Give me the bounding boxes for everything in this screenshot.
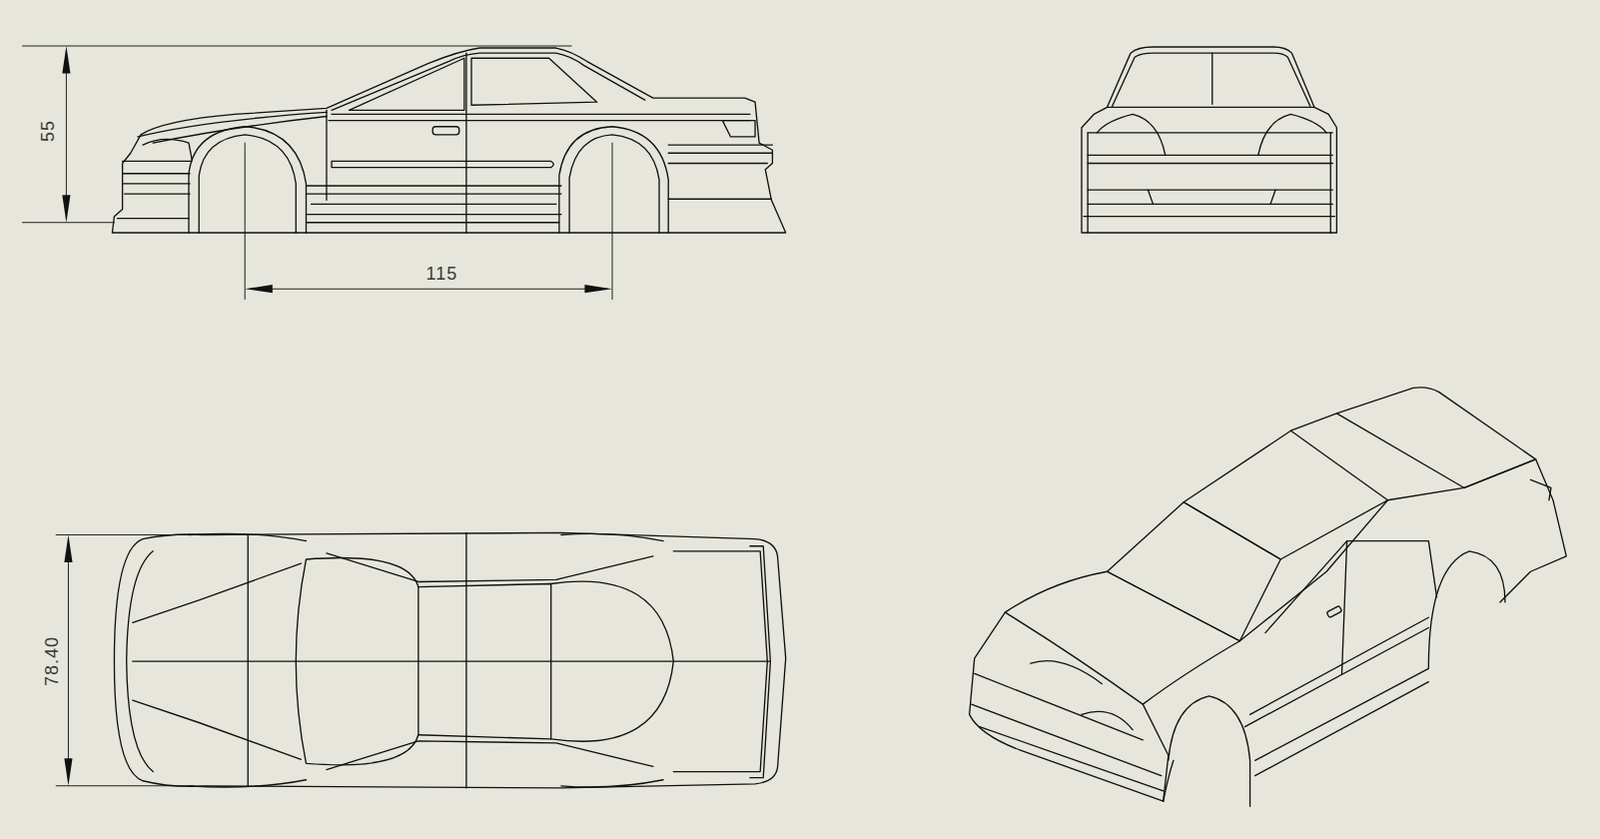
side-view (111, 47, 786, 233)
dimension-value: 115 (426, 264, 459, 283)
isometric-view (969, 387, 1568, 806)
top-view (113, 532, 786, 788)
dimension-lines (21, 45, 613, 787)
dimension-arrows (61, 45, 613, 787)
dimension-value: 55 (38, 119, 57, 142)
dimension-value: 78.40 (42, 636, 61, 687)
front-view (1081, 46, 1337, 233)
